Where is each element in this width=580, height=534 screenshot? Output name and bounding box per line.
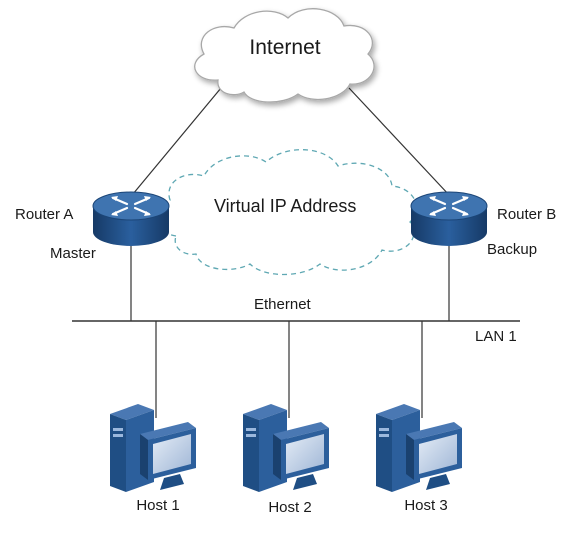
host-2-label: Host 2	[268, 499, 312, 516]
router-a-name: Router A	[15, 206, 74, 223]
internet-label: Internet	[249, 36, 321, 59]
router-a-icon	[92, 191, 170, 246]
ethernet-label: Ethernet	[254, 296, 311, 313]
virtual-ip-label: Virtual IP Address	[214, 196, 357, 216]
router-b-icon	[410, 191, 488, 246]
internet-cloud	[194, 8, 375, 103]
host-3-icon	[376, 404, 462, 492]
link-internet-router-b	[348, 87, 451, 197]
host-1-label: Host 1	[136, 497, 180, 514]
router-b-role: Backup	[487, 241, 538, 258]
router-a-role: Master	[50, 245, 96, 262]
host-3-label: Host 3	[404, 497, 448, 514]
host-2-icon	[243, 404, 329, 492]
host-1-icon	[110, 404, 196, 492]
lan-label: LAN 1	[475, 328, 517, 345]
virtual-ip-cloud	[155, 149, 418, 276]
link-internet-router-a	[127, 87, 222, 201]
router-b-name: Router B	[497, 206, 557, 223]
